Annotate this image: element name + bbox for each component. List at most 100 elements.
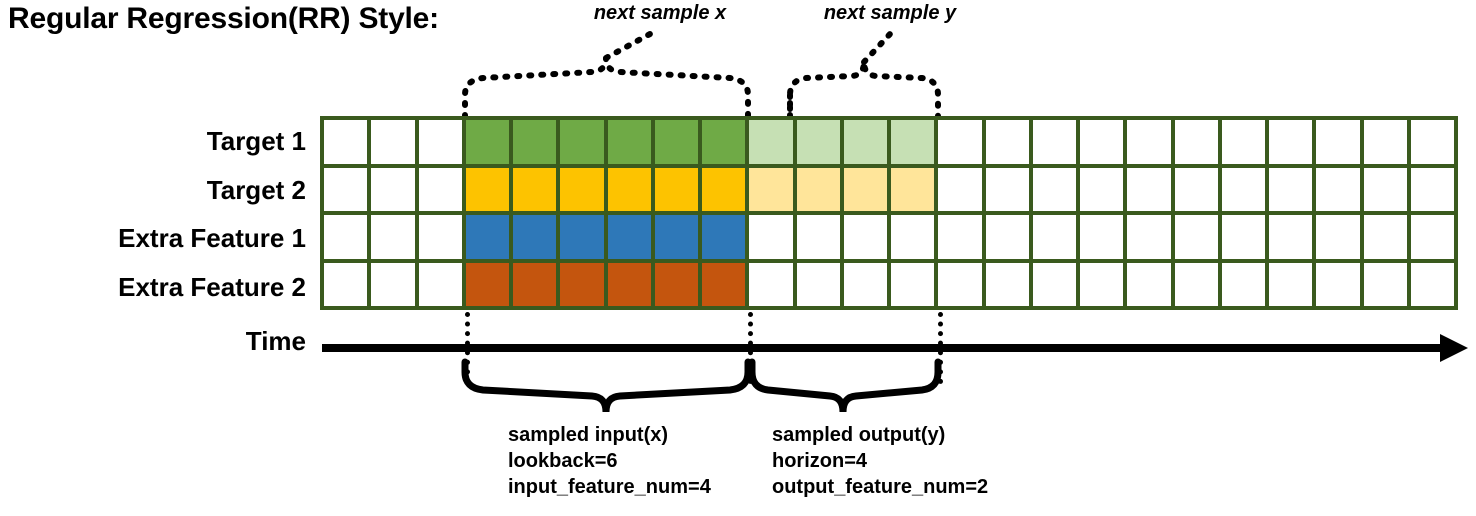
dotted-leader-next-sample-y [861, 31, 893, 65]
grid-cell-r0-c17 [1127, 120, 1171, 164]
grid-row-3 [324, 262, 1454, 306]
grid-cell-r3-c18 [1174, 262, 1218, 306]
grid-cell-r1-c10 [796, 167, 840, 211]
grid-cell-r1-c2 [418, 167, 462, 211]
label-next-sample-x: next sample x [593, 2, 727, 24]
grid-cell-r0-c9 [749, 120, 793, 164]
grid-cell-r3-c23 [1410, 262, 1454, 306]
grid-cell-r2-c22 [1363, 215, 1407, 259]
grid-cell-r2-c6 [607, 215, 651, 259]
grid-cell-r3-c5 [560, 262, 604, 306]
grid-cell-r3-c15 [1032, 262, 1076, 306]
grid-cell-r3-c6 [607, 262, 651, 306]
grid-cell-r1-c8 [702, 167, 746, 211]
grid-cell-r0-c20 [1269, 120, 1313, 164]
dotted-brace-next-sample-x [462, 57, 751, 120]
annotation-sampled-input: sampled input(x) lookback=6 input_featur… [508, 422, 711, 500]
grid-cell-r2-c2 [418, 215, 462, 259]
grid-cell-r2-c21 [1316, 215, 1360, 259]
grid-cell-r0-c16 [1080, 120, 1124, 164]
grid-row-1 [324, 167, 1454, 211]
grid-cell-r2-c9 [749, 215, 793, 259]
grid-cell-r2-c1 [371, 215, 415, 259]
grid-cell-r0-c8 [702, 120, 746, 164]
grid-cell-r2-c4 [513, 215, 557, 259]
grid-cell-r1-c20 [1269, 167, 1313, 211]
grid-cell-r0-c12 [891, 120, 935, 164]
grid-cell-r0-c1 [371, 120, 415, 164]
grid-cell-r3-c2 [418, 262, 462, 306]
grid-cell-r0-c14 [985, 120, 1029, 164]
grid-cell-r1-c12 [891, 167, 935, 211]
grid-cell-r1-c7 [654, 167, 698, 211]
grid-cell-r3-c22 [1363, 262, 1407, 306]
grid-cell-r2-c5 [560, 215, 604, 259]
grid-cell-r3-c4 [513, 262, 557, 306]
grid-cell-r2-c7 [654, 215, 698, 259]
grid-cell-r3-c9 [749, 262, 793, 306]
grid-cell-r1-c11 [843, 167, 887, 211]
annotation-input-line3: input_feature_num=4 [508, 476, 711, 498]
grid-cell-r2-c17 [1127, 215, 1171, 259]
grid-cell-r2-c14 [985, 215, 1029, 259]
annotation-output-line3: output_feature_num=2 [772, 476, 989, 498]
grid-cell-r1-c16 [1080, 167, 1124, 211]
grid-cell-r3-c14 [985, 262, 1029, 306]
time-axis-label: Time [245, 326, 306, 356]
grid-cell-r3-c7 [654, 262, 698, 306]
grid-cell-r3-c20 [1269, 262, 1313, 306]
grid-cell-r0-c6 [607, 120, 651, 164]
grid-cell-r1-c13 [938, 167, 982, 211]
grid-cell-r3-c16 [1080, 262, 1124, 306]
grid-cell-r2-c13 [938, 215, 982, 259]
grid-cell-r1-c6 [607, 167, 651, 211]
grid-cell-r1-c1 [371, 167, 415, 211]
annotation-input-line1: sampled input(x) [508, 424, 669, 446]
grid-cell-r1-c18 [1174, 167, 1218, 211]
grid-cell-r2-c11 [843, 215, 887, 259]
guide-line-input-start [465, 312, 470, 384]
time-axis-arrowhead [1440, 334, 1468, 362]
grid-cell-r2-c23 [1410, 215, 1454, 259]
grid-cell-r2-c0 [324, 215, 368, 259]
grid-cell-r3-c10 [796, 262, 840, 306]
grid-cell-r3-c21 [1316, 262, 1360, 306]
grid-cell-r2-c18 [1174, 215, 1218, 259]
annotation-output-line2: horizon=4 [772, 450, 868, 472]
grid-cell-r3-c3 [465, 262, 509, 306]
annotation-sampled-output: sampled output(y) horizon=4 output_featu… [772, 422, 988, 500]
grid-cell-r2-c15 [1032, 215, 1076, 259]
guide-line-input-end [748, 312, 753, 384]
grid-cell-r0-c10 [796, 120, 840, 164]
grid-cell-r1-c17 [1127, 167, 1171, 211]
grid-cell-r3-c19 [1221, 262, 1265, 306]
grid-cell-r2-c8 [702, 215, 746, 259]
grid-cell-r0-c2 [418, 120, 462, 164]
timeseries-grid [320, 116, 1458, 310]
grid-cell-r0-c7 [654, 120, 698, 164]
grid-cell-r3-c1 [371, 262, 415, 306]
grid-cell-r3-c17 [1127, 262, 1171, 306]
grid-cell-r0-c19 [1221, 120, 1265, 164]
grid-row-2 [324, 215, 1454, 259]
label-next-sample-y: next sample y [823, 2, 957, 24]
grid-cell-r3-c0 [324, 262, 368, 306]
grid-cell-r3-c8 [702, 262, 746, 306]
row-label-3: Extra Feature 2 [118, 272, 306, 302]
grid-cell-r1-c14 [985, 167, 1029, 211]
grid-cell-r1-c5 [560, 167, 604, 211]
grid-cell-r2-c3 [465, 215, 509, 259]
grid-cell-r1-c23 [1410, 167, 1454, 211]
grid-cell-r1-c4 [513, 167, 557, 211]
grid-cell-r3-c11 [843, 262, 887, 306]
page-title: Regular Regression(RR) Style: [8, 2, 439, 35]
grid-cell-r2-c12 [891, 215, 935, 259]
grid-cell-r1-c3 [465, 167, 509, 211]
grid-cell-r0-c11 [843, 120, 887, 164]
grid-cell-r0-c21 [1316, 120, 1360, 164]
grid-cell-r0-c22 [1363, 120, 1407, 164]
grid-cell-r0-c15 [1032, 120, 1076, 164]
grid-cell-r3-c13 [938, 262, 982, 306]
grid-cell-r0-c5 [560, 120, 604, 164]
